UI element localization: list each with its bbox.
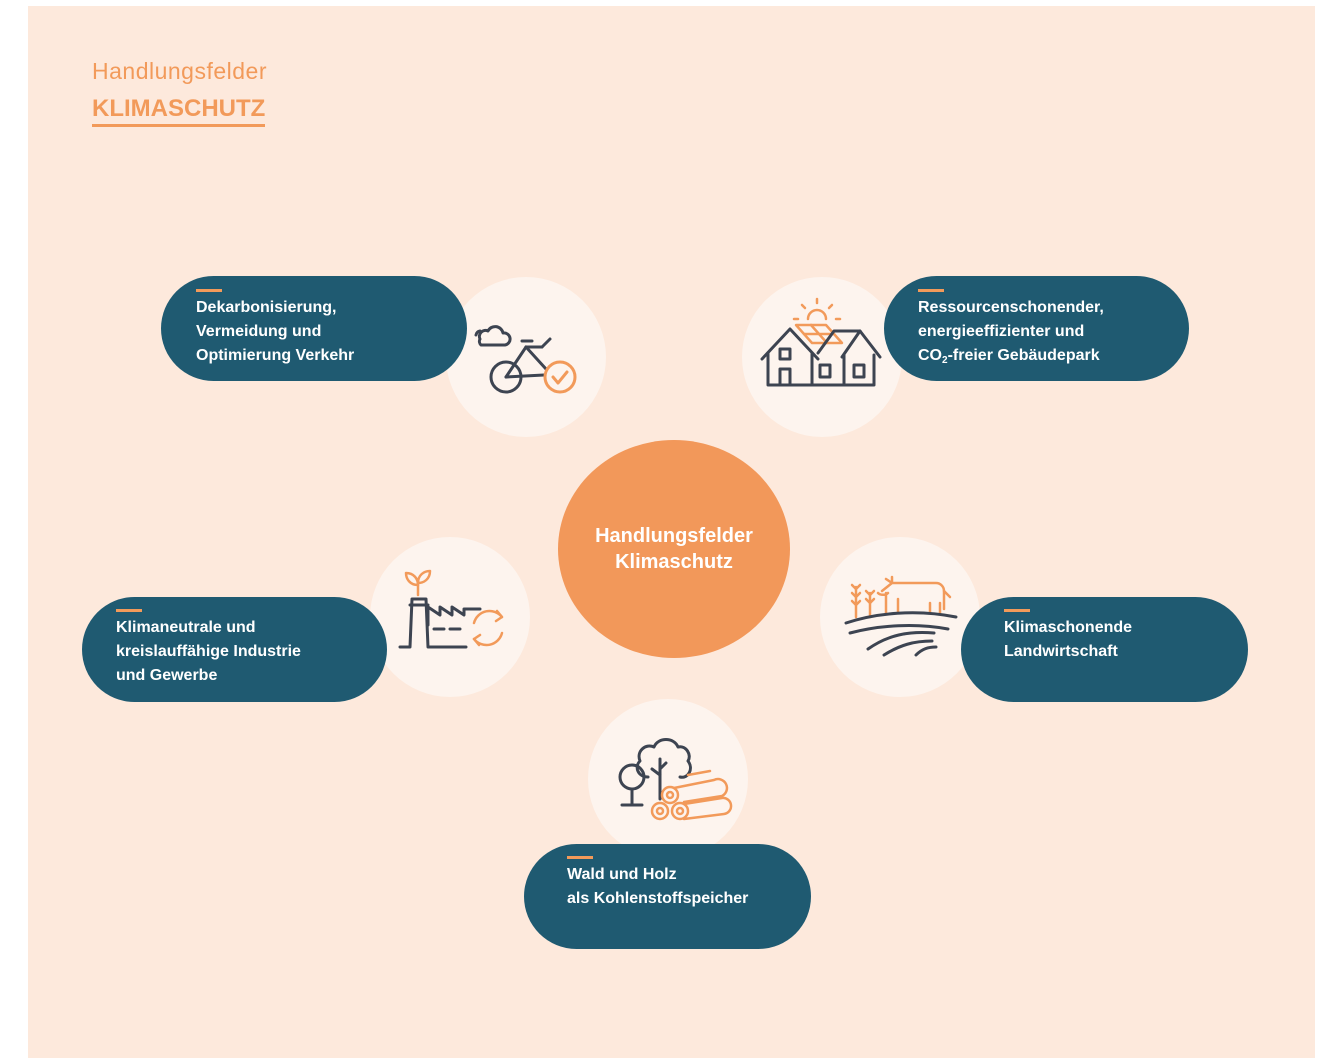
verkehr-line2: Vermeidung und xyxy=(196,323,322,340)
gebaeude-accent-dash xyxy=(918,289,944,292)
verkehr-icon-circle xyxy=(446,277,606,437)
gebaeude-line3-pre: CO xyxy=(918,347,942,364)
bicycle-cloud-icon xyxy=(474,325,577,394)
industrie-line2: kreislauffähige Industrie xyxy=(116,643,301,660)
tree-logs-icon xyxy=(618,738,733,821)
industrie-line3: und Gewerbe xyxy=(116,667,218,684)
landwirtschaft-icon-circle xyxy=(820,537,980,697)
landwirtschaft-line1: Klimaschonende xyxy=(1004,619,1133,636)
houses-solar-icon xyxy=(760,297,882,387)
gebaeude-icon-circle xyxy=(742,277,902,437)
gebaeude-line3-post: -freier Gebäudepark xyxy=(947,347,1100,364)
landwirtschaft-pill: Klimaschonende Landwirtschaft xyxy=(961,597,1248,702)
wald-accent-dash xyxy=(567,856,593,859)
verkehr-line3: Optimierung Verkehr xyxy=(196,347,355,364)
industrie-pill: Klimaneutrale und kreislauffähige Indust… xyxy=(82,597,387,702)
header-subtitle: Handlungsfelder xyxy=(92,58,268,84)
cow-field-icon xyxy=(844,575,958,657)
wald-icon-circle xyxy=(588,699,748,859)
center-line2: Klimaschutz xyxy=(615,551,733,573)
center-circle: Handlungsfelder Klimaschutz xyxy=(558,440,790,658)
gebaeude-line3: CO2-freier Gebäudepark xyxy=(918,344,1104,368)
gebaeude-line3-sub: 2 xyxy=(942,355,948,366)
wald-line2: als Kohlenstoffspeicher xyxy=(567,890,749,907)
verkehr-accent-dash xyxy=(196,289,222,292)
gebaeude-pill: Ressourcenschonender, energieeffizienter… xyxy=(884,276,1189,381)
gebaeude-line1: Ressourcenschonender, xyxy=(918,299,1104,316)
verkehr-line1: Dekarbonisierung, xyxy=(196,299,337,316)
verkehr-pill: Dekarbonisierung, Vermeidung und Optimie… xyxy=(161,276,467,381)
header-title: KLIMASCHUTZ xyxy=(92,95,266,127)
industrie-accent-dash xyxy=(116,609,142,612)
wald-line1: Wald und Holz xyxy=(567,866,677,883)
industrie-icon-circle xyxy=(370,537,530,697)
factory-recycle-icon xyxy=(398,569,504,649)
gebaeude-line2: energieeffizienter und xyxy=(918,323,1085,340)
landwirtschaft-accent-dash xyxy=(1004,609,1030,612)
landwirtschaft-line2: Landwirtschaft xyxy=(1004,643,1118,660)
center-line1: Handlungsfelder xyxy=(595,525,753,547)
industrie-line1: Klimaneutrale und xyxy=(116,619,256,636)
wald-pill: Wald und Holz als Kohlenstoffspeicher xyxy=(524,844,811,949)
